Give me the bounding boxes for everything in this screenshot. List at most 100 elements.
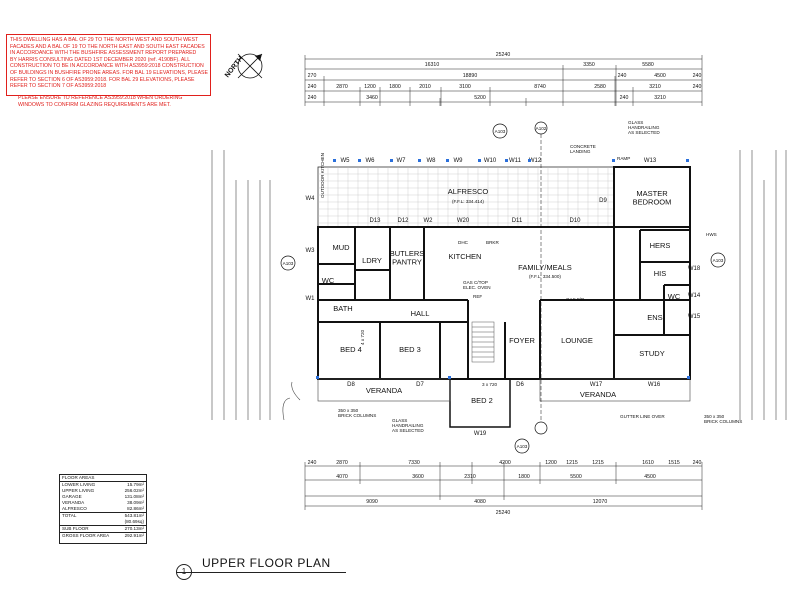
label-gutter-line: GUTTER LINE OVER [620, 414, 665, 419]
window-tag-w8: W8 [427, 158, 437, 164]
dim-top-r5-1: 3460 [366, 95, 378, 101]
area-name: ALFRESCO [62, 506, 87, 511]
door-tag-d8: D8 [347, 382, 355, 388]
bottom-dimensions [304, 462, 703, 510]
dim-top-r4-7: 2580 [594, 84, 606, 90]
dim-top-r4-6: 8740 [534, 84, 546, 90]
area-value: 15.79m² [127, 482, 144, 487]
window-tag-w15: W15 [688, 314, 701, 320]
area-value: 82.86m² [127, 506, 144, 511]
dim-bot-r2-0: 4070 [336, 474, 348, 480]
door-tag-d11: D11 [512, 218, 523, 224]
area-name: GROSS FLOOR AREA [62, 533, 110, 538]
dim-top-r3-b: 18890 [463, 73, 478, 79]
room-foyer: FOYER [509, 336, 535, 345]
room-bed2: BED 2 [471, 396, 493, 405]
ref-a103-left: A103 [283, 261, 294, 266]
bed2-projection [449, 378, 511, 428]
title-underline [176, 572, 346, 573]
window-tag-w13: W13 [644, 158, 657, 164]
table-row: SUB FLOOR 270.13m² [60, 525, 146, 532]
room-family-ffl: (F.F.L: 334.500) [529, 274, 561, 279]
north-arrow-icon: NORTH [224, 53, 263, 79]
room-alfresco-ffl: (F.F.L: 334.414) [452, 199, 484, 204]
room-laundry: LDRY [362, 256, 382, 265]
table-row: (80.69sq) [60, 519, 146, 525]
dim-top-r3-e: 240 [693, 73, 702, 79]
dim-top-r4-1: 2870 [336, 84, 348, 90]
door-tag-d7: D7 [416, 382, 424, 388]
area-value: 131.08m² [124, 494, 144, 499]
room-hall: HALL [411, 309, 430, 318]
window-marks [316, 159, 690, 379]
dim-top-r4-4: 2010 [419, 84, 431, 90]
dim-bot-r1-9: 240 [693, 460, 702, 466]
side-dimensions [211, 150, 787, 420]
area-value: 543.81m² [124, 513, 144, 518]
dim-bot-r2-4: 5500 [570, 474, 582, 480]
dim-bot-r2-2: 2310 [464, 474, 476, 480]
dim-top-r4-5: 3100 [459, 84, 471, 90]
label-bedhead-3: 3 x 720 [482, 382, 498, 387]
dim-bot-overall: 25240 [496, 510, 511, 516]
dim-bot-r2-5: 4500 [644, 474, 656, 480]
dim-top-r5-2: 5200 [474, 95, 486, 101]
dim-top-r4-0: 240 [308, 84, 317, 90]
table-row: LOWER LIVING 15.79m² [60, 482, 146, 488]
label-gas-fp: GAS F/P [566, 297, 584, 302]
area-value: 270.13m² [124, 526, 144, 531]
dim-top-r5-0: 240 [308, 95, 317, 101]
area-name: GARAGE [62, 494, 82, 499]
dim-top-r4-3: 1800 [389, 84, 401, 90]
window-tag-w9: W9 [454, 158, 464, 164]
dim-bot-r3-2: 12070 [593, 499, 608, 505]
area-name: SUB FLOOR [62, 526, 89, 531]
floor-areas-table: FLOOR AREAS LOWER LIVING 15.79m² UPPER LI… [59, 474, 147, 544]
dim-bot-r1-3: 4200 [499, 460, 511, 466]
dim-top-r3-a: 270 [308, 73, 317, 79]
room-bath: BATH [333, 304, 352, 313]
window-tag-w11: W11 [509, 158, 522, 164]
window-tag-w18: W18 [688, 266, 701, 272]
dim-bot-r1-2: 7330 [408, 460, 420, 466]
door-tag-d6: D6 [516, 382, 524, 388]
window-tag-w10: W10 [484, 158, 497, 164]
section-marker-icon [280, 121, 726, 454]
dim-top-r4-9: 240 [693, 84, 702, 90]
window-tag-w4: W4 [306, 196, 316, 202]
room-bed3: BED 3 [399, 345, 421, 354]
room-hers: HERS [650, 241, 671, 250]
label-brkr: BRKR [486, 240, 499, 245]
room-alfresco: ALFRESCO [448, 187, 489, 196]
floor-areas-heading: FLOOR AREAS [62, 475, 95, 480]
ref-a103-bottom: A103 [517, 444, 528, 449]
dim-bot-r3-1: 4080 [474, 499, 486, 505]
ref-a103-right: A103 [713, 258, 724, 263]
dim-bot-r1-5: 1215 [566, 460, 578, 466]
stair-treads [471, 321, 495, 363]
dim-bot-r1-6: 1215 [592, 460, 604, 466]
window-tag-w19: W19 [474, 431, 487, 437]
area-value: 256.02m² [124, 488, 144, 493]
label-outdoor-kitchen: OUTDOOR KITCHEN [320, 153, 325, 198]
window-tag-w1: W1 [306, 296, 316, 302]
room-kitchen: KITCHEN [449, 252, 482, 261]
dim-bot-r2-3: 1800 [518, 474, 530, 480]
area-name: LOWER LIVING [62, 482, 96, 487]
label-bedhead-4: 4 x 720 [360, 329, 365, 345]
door-tag-d13: D13 [369, 218, 381, 224]
ref-a103-top: A103 [495, 129, 506, 134]
verandas [282, 378, 691, 421]
north-label: NORTH [224, 55, 245, 79]
glazing-note: PLEASE ENSURE TO REFERENCE AS3959:2018 W… [18, 95, 183, 108]
dim-bot-r2-1: 3600 [412, 474, 424, 480]
dim-bot-r1-0: 240 [308, 460, 317, 466]
